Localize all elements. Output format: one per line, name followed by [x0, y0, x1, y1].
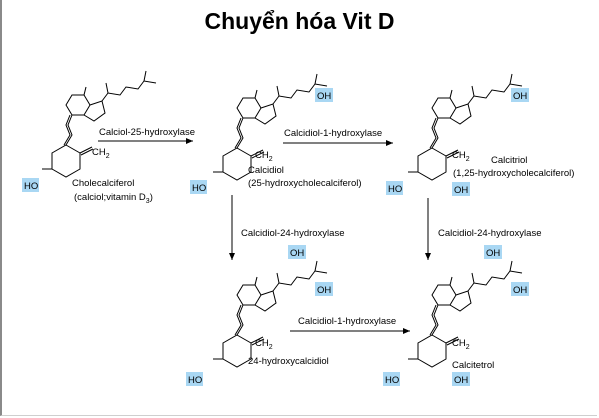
- ho-group: HO: [388, 184, 402, 195]
- molecule-calcitetrol: [407, 260, 523, 368]
- ho-highlight: [383, 372, 400, 386]
- oh-highlight: [452, 182, 470, 196]
- enzyme-label: Calciol-25-hydroxylase: [99, 127, 195, 138]
- ho-highlight: [186, 372, 203, 386]
- oh-highlight: [511, 282, 529, 296]
- oh-highlight: [452, 372, 470, 386]
- enzyme-label: Calcidiol-24-hydroxylase: [438, 228, 542, 239]
- molecule-cholecalciferol: [41, 70, 157, 178]
- oh-highlight: [288, 245, 306, 259]
- ch2-group: CH2: [452, 150, 470, 163]
- molecule-synonym: (25-hydroxycholecalciferol): [248, 178, 362, 189]
- enzyme-label: Calcidiol-1-hydroxylase: [284, 128, 382, 139]
- molecule-name: Cholecalciferol: [72, 178, 134, 189]
- molecule-24-hydroxycalcidiol: [212, 260, 328, 368]
- molecule-name: Calcidiol: [248, 165, 284, 176]
- oh24-group: OH: [290, 248, 304, 259]
- oh1-group: OH: [454, 185, 468, 196]
- enzyme-label: Calcidiol-24-hydroxylase: [241, 228, 345, 239]
- ho-group: HO: [24, 181, 38, 192]
- ho-group: HO: [192, 183, 206, 194]
- molecule-name: Calcitetrol: [452, 360, 494, 371]
- slide-title: Chuyển hóa Vit D: [204, 8, 395, 34]
- oh-highlight: [484, 245, 502, 259]
- ch2-group: CH2: [452, 338, 470, 351]
- ho-highlight: [386, 181, 403, 195]
- ho-group: HO: [188, 375, 202, 386]
- oh25-group: OH: [317, 285, 331, 296]
- oh-highlight: [315, 88, 333, 102]
- ho-highlight: [22, 178, 39, 192]
- molecule-synonym: (1,25-hydroxycholecalciferol): [453, 168, 574, 179]
- enzyme-label: Calcidiol-1-hydroxylase: [298, 316, 396, 327]
- ch2-group: CH2: [255, 338, 273, 351]
- oh25-group: OH: [513, 91, 527, 102]
- molecule-synonym: (calciol;vitamin D3): [74, 192, 153, 205]
- molecule-name: Calcitriol: [491, 155, 527, 166]
- oh25-group: OH: [317, 91, 331, 102]
- oh-highlight: [511, 88, 529, 102]
- oh25-group: OH: [513, 285, 527, 296]
- oh24-group: OH: [486, 248, 500, 259]
- ho-group: HO: [385, 375, 399, 386]
- ch2-group: CH2: [255, 150, 273, 163]
- ho-highlight: [190, 180, 207, 194]
- molecule-name: 24-hydroxycalcidiol: [248, 356, 329, 367]
- oh-highlight: [315, 282, 333, 296]
- ch2-group: CH2: [92, 147, 110, 160]
- oh1-group: OH: [454, 375, 468, 386]
